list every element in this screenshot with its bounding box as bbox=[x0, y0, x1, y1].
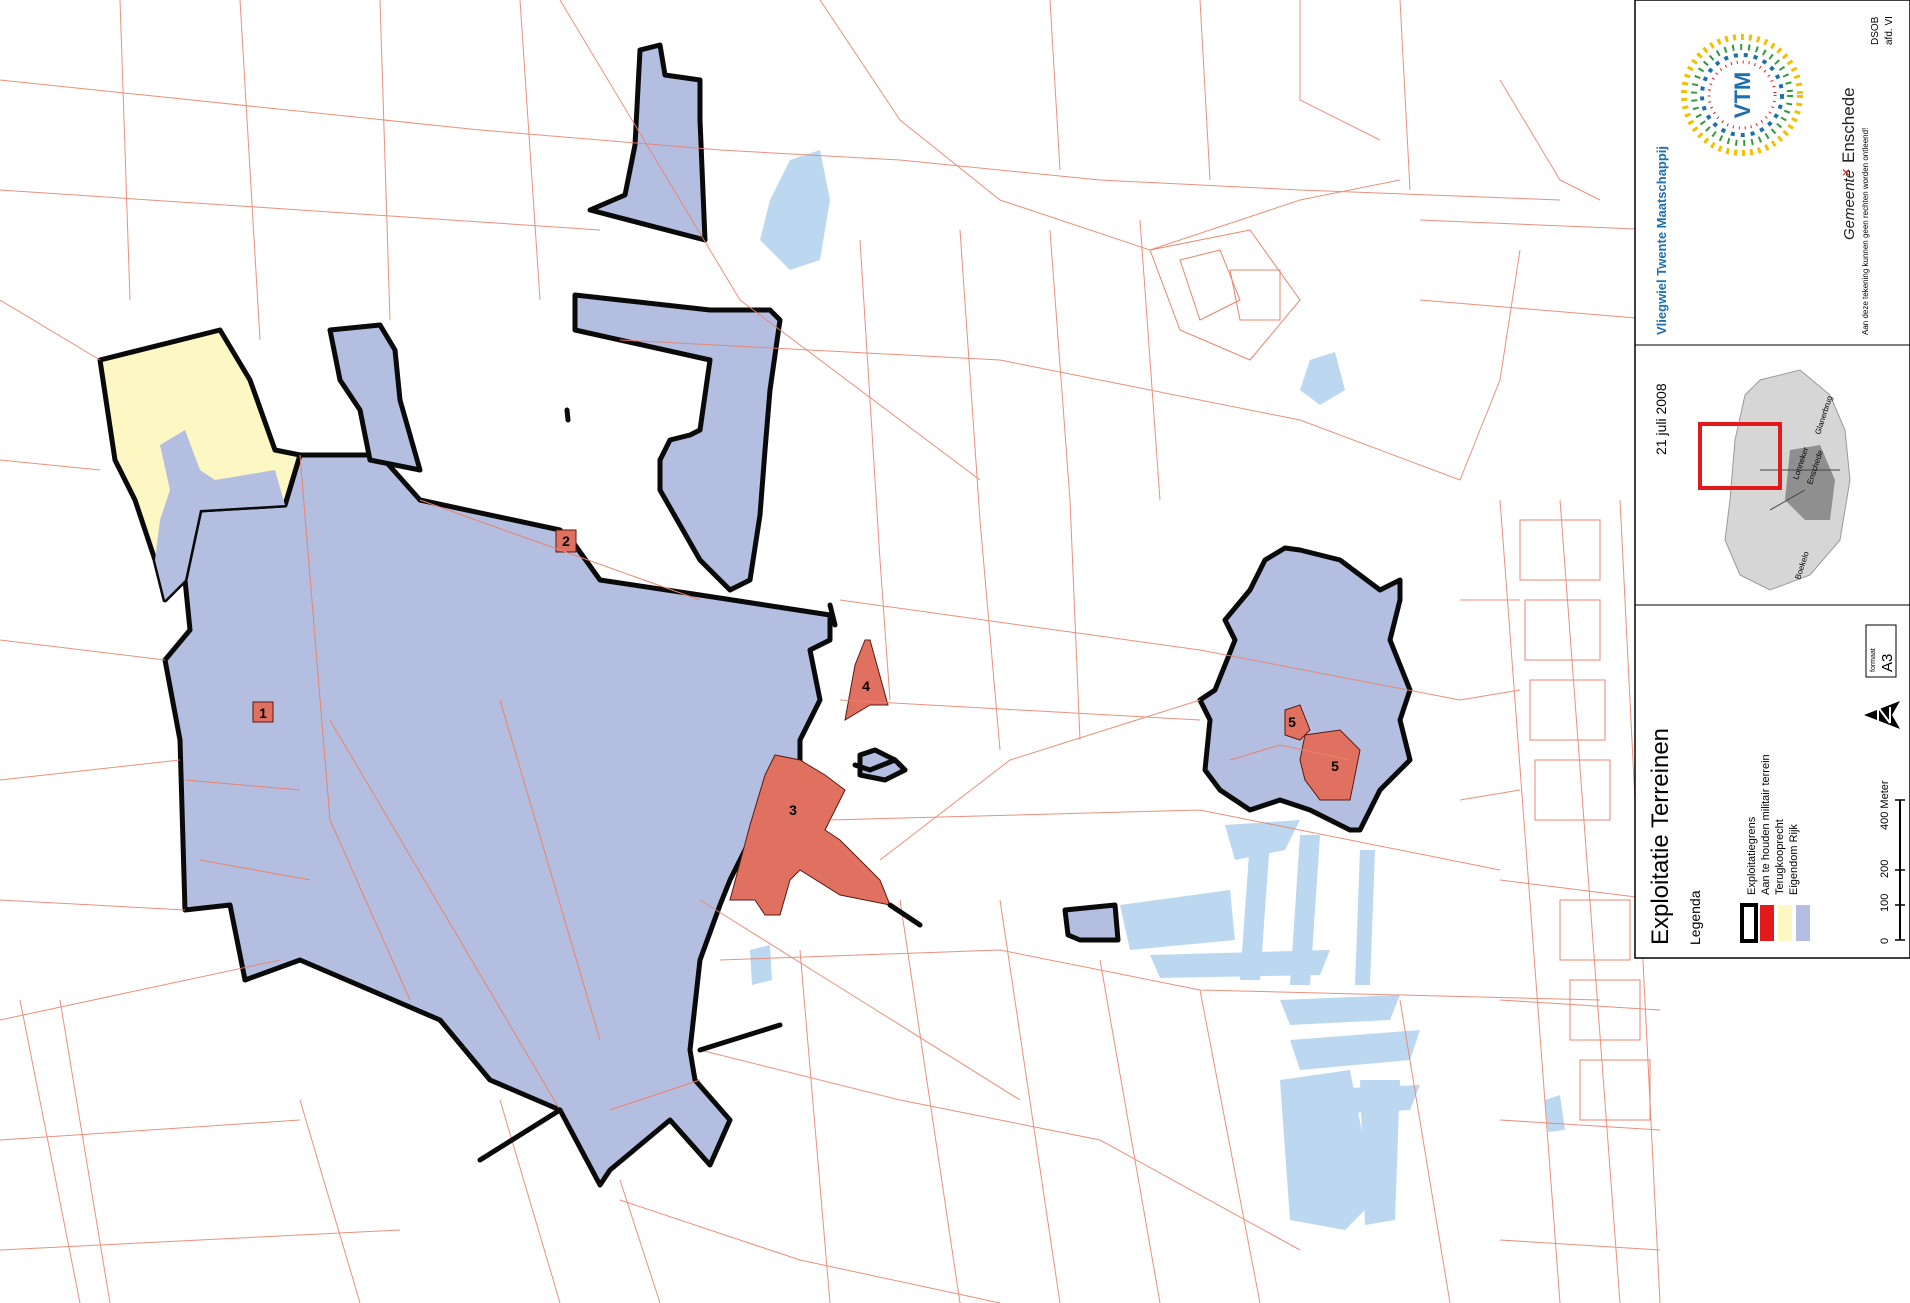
scale-tick-200: 200 bbox=[1879, 860, 1891, 878]
area-eigendom-rijk bbox=[162, 42, 1413, 1188]
area-label-2: 2 bbox=[562, 533, 570, 549]
scale-tick-100: 100 bbox=[1879, 894, 1891, 912]
locator-map: Lonneker Glanerbrug Enschede Boekelo bbox=[1698, 369, 1851, 591]
title-panel: Vliegwiel Twente Maatschappij Aan deze t… bbox=[1634, 0, 1910, 959]
map-title: Exploitatie Terreinen bbox=[1647, 728, 1674, 945]
company-name: Vliegwiel Twente Maatschappij bbox=[1654, 146, 1669, 335]
area-label-4: 4 bbox=[862, 678, 870, 694]
area-terugkooprecht bbox=[97, 327, 303, 603]
disclaimer: Aan deze tekening kunnen geen rechten wo… bbox=[1861, 128, 1870, 335]
municipality-logo-icon: ✕ bbox=[1841, 168, 1853, 177]
scale-bar: 0 100 200 400 Meter bbox=[1879, 780, 1905, 944]
north-arrow-icon bbox=[1864, 701, 1900, 729]
legend-item-label-2: Aan te houden militair terrein bbox=[1760, 754, 1772, 895]
locator-extent-box bbox=[1698, 422, 1782, 490]
map-date: 21 juli 2008 bbox=[1653, 383, 1669, 455]
cadastral-lines bbox=[0, 0, 1661, 1303]
format-label: formaat bbox=[1870, 648, 1877, 672]
internal-parcel-lines bbox=[184, 454, 1351, 1111]
format-value: A3 bbox=[1879, 654, 1896, 672]
legend-swatch-terugkoop bbox=[1778, 905, 1792, 941]
legend-swatch-exploitatiegrens bbox=[1740, 903, 1758, 943]
area-labels: 1 2 3 4 5 5 bbox=[259, 533, 1339, 818]
legend-item-label-4: Eigendom Rijk bbox=[1788, 824, 1800, 895]
legend: Legenda Exploitatiegrens Aan te houden m… bbox=[1687, 754, 1810, 945]
municipality-prefix: Gemeente bbox=[1841, 170, 1858, 240]
legend-item-label-1: Exploitatiegrens bbox=[1746, 816, 1758, 895]
municipality-name: Enschede bbox=[1839, 87, 1858, 163]
legend-swatch-rijk bbox=[1796, 905, 1810, 941]
legend-swatch-militair bbox=[1760, 905, 1774, 941]
department-line2: afd. VI bbox=[1884, 16, 1895, 45]
area-label-5b: 5 bbox=[1331, 758, 1339, 774]
legend-heading: Legenda bbox=[1687, 890, 1703, 945]
water-bodies bbox=[750, 150, 1565, 1230]
format-box: formaat A3 bbox=[1865, 624, 1897, 678]
vtm-logo-icon: VTM bbox=[1681, 34, 1803, 156]
urban-blocks bbox=[1149, 229, 1651, 1121]
department-line1: DSOB bbox=[1870, 16, 1881, 45]
area-label-1: 1 bbox=[259, 705, 267, 721]
exploitatie-boundary-stubs bbox=[477, 407, 923, 1163]
legend-item-label-3: Terugkooprecht bbox=[1774, 819, 1786, 895]
scale-tick-400: 400 Meter bbox=[1879, 780, 1891, 830]
scale-tick-0: 0 bbox=[1879, 938, 1891, 944]
area-label-5a: 5 bbox=[1288, 714, 1296, 730]
area-militair-terrein bbox=[252, 529, 1361, 916]
area-label-3: 3 bbox=[789, 802, 797, 818]
vtm-logo-text: VTM bbox=[1730, 72, 1755, 118]
